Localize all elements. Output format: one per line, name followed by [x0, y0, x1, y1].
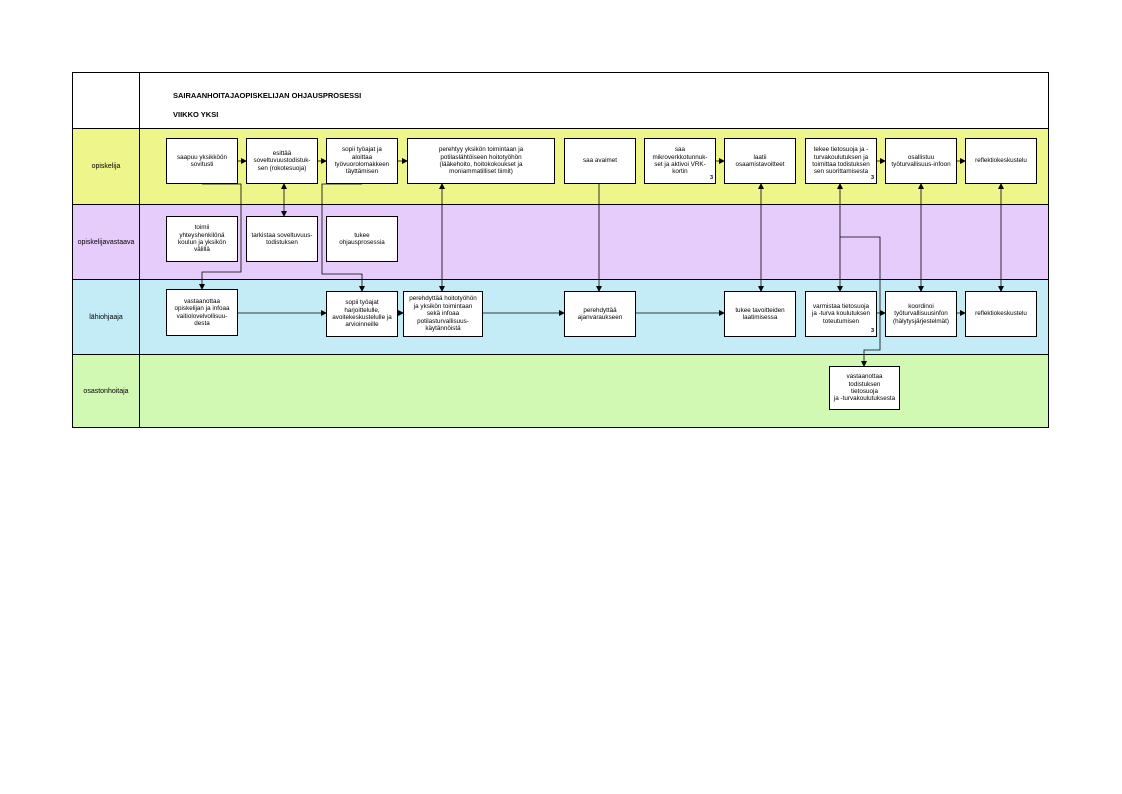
step-coordinates-safety-info: koordinoi työturvallisuusinfon (hälytysj…	[885, 291, 957, 337]
step-contact-person: toimii yhteyshenkilönä koulun ja yksikön…	[166, 216, 238, 262]
step-verifies-training: varmistaa tietosuoja ja -turva koulutuks…	[805, 291, 877, 337]
lane-header: osastonhoitaja	[73, 355, 140, 427]
step-familiarizes: perehtyy yksikön toimintaan ja potilaslä…	[407, 138, 555, 184]
step-reflection-supervisor: reflektiokeskustelu	[965, 291, 1037, 337]
step-agrees-schedule: sopii työajat harjoittelulle, avoitekesk…	[326, 291, 398, 337]
diagram-subtitle: VIIKKO YKSI	[173, 110, 219, 119]
step-reflection: reflektiokeskustelu	[965, 138, 1037, 184]
step-introduces-nursing: perehdyttää hoitotyöhön ja yksikön toimi…	[403, 291, 483, 337]
lane-label: opiskelija	[91, 163, 121, 170]
step-receives-student: vastaanottaa opiskelijan ja infoaa vaiti…	[166, 289, 238, 336]
step-supports-process: tukee ohjausprosessia	[326, 216, 398, 262]
mark-label: 3	[870, 174, 874, 181]
step-introduces-booking: perehdyttää ajanvaraukseen	[564, 291, 636, 337]
step-security-training: tekee tietosuoja ja - turvakoulutuksen j…	[805, 138, 877, 184]
step-presents-certificate: esittää soveltuvuustodistuk- sen (rokote…	[246, 138, 318, 184]
mark-label: 3	[870, 327, 874, 334]
lane-header: opiskelijavastaava	[73, 205, 140, 279]
step-arrives: saapuu yksikköön sovitusti	[166, 138, 238, 184]
step-supports-goals: tukee tavoitteiden laatimisessa	[724, 291, 796, 337]
step-gets-keys: saa avaimet	[564, 138, 636, 184]
lane-header: lähiohjaaja	[73, 280, 140, 354]
title-band: SAIRAANHOITAJAOPISKELIJAN OHJAUSPROSESSI…	[72, 72, 1049, 128]
lane-osastonhoitaja: osastonhoitaja	[72, 354, 1049, 428]
lane-label: opiskelijavastaava	[77, 238, 135, 246]
step-checks-certificate: tarkistaa soveltuvuus- todistuksen	[246, 216, 318, 262]
lane-header: opiskelija	[73, 129, 140, 204]
step-agrees-shifts: sopii työajat ja aloittaa työvuorolomakk…	[326, 138, 398, 184]
title-corner-cell	[73, 73, 140, 128]
mark-label: 3	[709, 174, 713, 181]
step-receives-training-certificate: vastaanottaa todistuksen tietosuoja ja -…	[829, 366, 900, 410]
step-gets-credentials: saa mikroverkkotunnuk- set ja aktivoi VR…	[644, 138, 716, 184]
step-safety-info: osallistuu työturvallisuus-infoon	[885, 138, 957, 184]
lane-label: osastonhoitaja	[83, 387, 129, 395]
step-sets-goals: laatii osaamistavoitteet	[724, 138, 796, 184]
lane-label: lähiohjaaja	[89, 313, 123, 321]
diagram-title: SAIRAANHOITAJAOPISKELIJAN OHJAUSPROSESSI	[173, 91, 362, 100]
